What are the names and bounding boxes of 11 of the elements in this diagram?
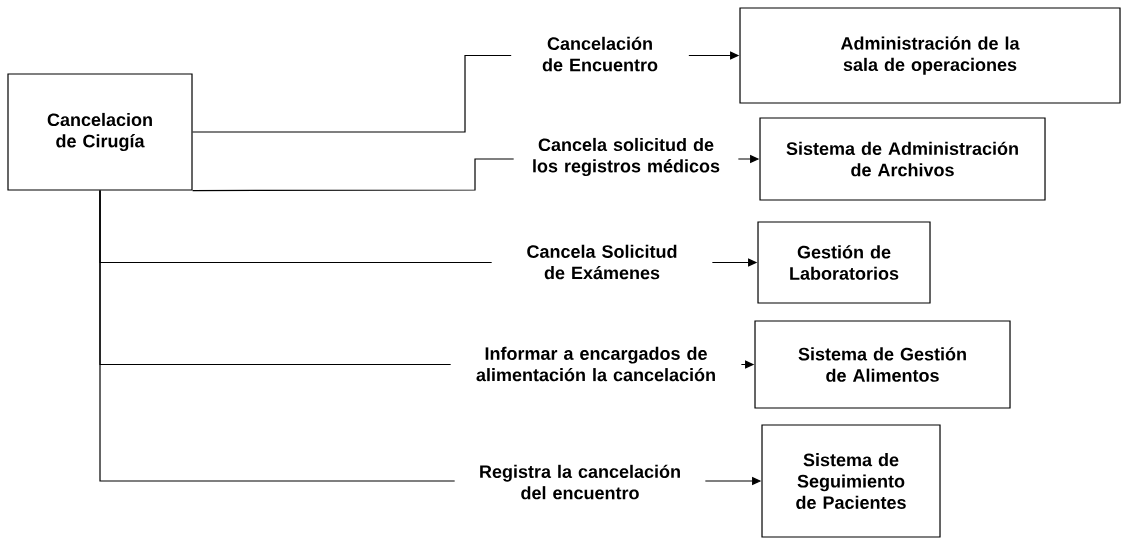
edge-label: Cancela Solicitud de Exámenes [491,243,713,281]
system-box: Sistema de Seguimiento de Pacientes [761,424,941,538]
system-box: Cancelacion de Cirugía [7,73,193,191]
system-box: Sistema de Gestión de Alimentos [754,320,1011,409]
system-box: Gestión de Laboratorios [757,221,931,304]
system-box: Administración de la sala de operaciones [739,7,1121,104]
edge-label: Cancela solicitud de los registros médicos [513,136,739,178]
system-box: Sistema de Administración de Archivos [759,117,1046,201]
edge-label: Cancelación de Encuentro [511,35,689,73]
edge-label: Registra la cancelación del encuentro [454,463,706,501]
edge-label: Informar a encargados de alimentación la cancelación [450,345,742,383]
